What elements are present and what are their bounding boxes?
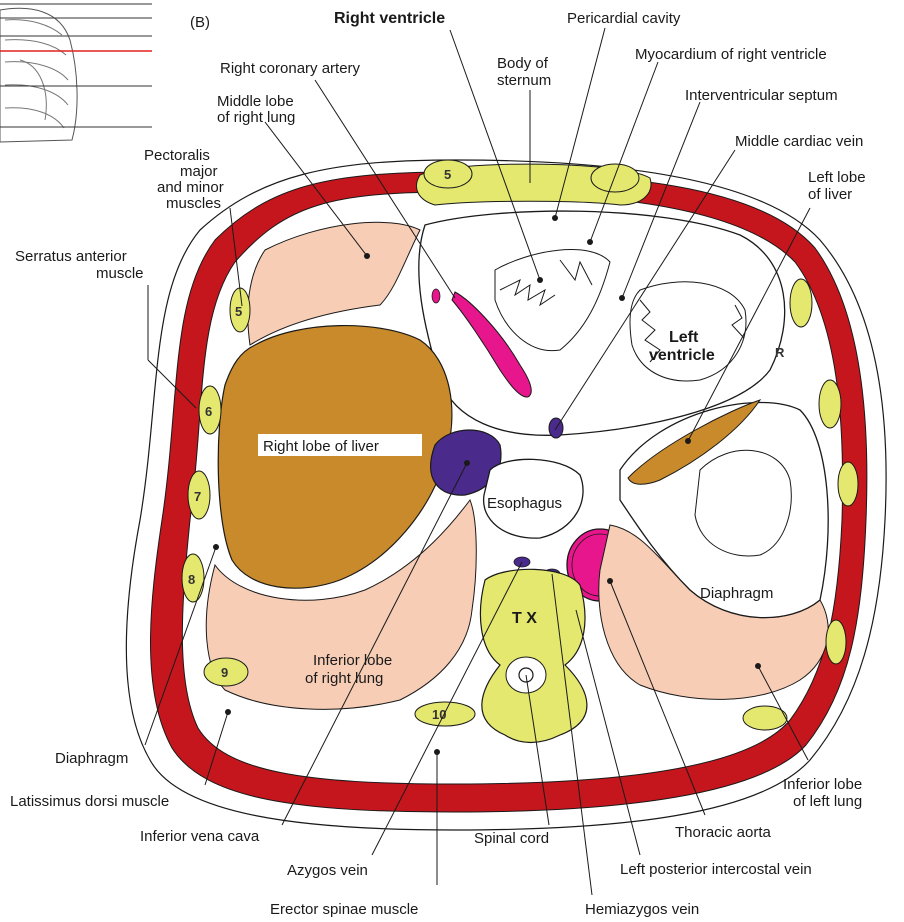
label-tx: T X bbox=[512, 610, 537, 627]
rib-number-7: 7 bbox=[194, 489, 201, 504]
label-esophagus: Esophagus bbox=[487, 495, 562, 512]
label-diaphragm-left: Diaphragm bbox=[700, 585, 773, 602]
label-middle-lobe-1: Middle lobe bbox=[217, 93, 294, 110]
rib-number-9: 9 bbox=[221, 665, 228, 680]
label-serratus-1: Serratus anterior bbox=[15, 248, 127, 265]
rib-number-sternal-5: 5 bbox=[444, 167, 451, 182]
label-interventricular-septum: Interventricular septum bbox=[685, 87, 838, 104]
label-right-coronary-artery: Right coronary artery bbox=[220, 60, 361, 77]
label-thoracic-aorta: Thoracic aorta bbox=[675, 824, 772, 841]
label-body-of-sternum-2: sternum bbox=[497, 72, 551, 89]
label-inferior-lobe-left-1: Inferior lobe bbox=[783, 776, 862, 793]
label-diaphragm: Diaphragm bbox=[55, 750, 128, 767]
label-pectoralis-3: and minor bbox=[157, 179, 224, 196]
orientation-thumbnail bbox=[0, 4, 152, 142]
label-pericardial-cavity: Pericardial cavity bbox=[567, 10, 681, 27]
label-spinal-cord: Spinal cord bbox=[474, 830, 549, 847]
rib-number-5: 5 bbox=[235, 304, 242, 319]
label-left-ventricle-2: ventricle bbox=[649, 347, 715, 364]
label-pectoralis-4: muscles bbox=[166, 195, 221, 212]
label-myocardium-rv: Myocardium of right ventricle bbox=[635, 46, 827, 63]
label-pectoralis-1: Pectoralis bbox=[144, 147, 210, 164]
rib-left-2 bbox=[819, 380, 841, 428]
label-middle-cardiac-vein: Middle cardiac vein bbox=[735, 133, 863, 150]
label-left-lobe-liver-2: of liver bbox=[808, 186, 852, 203]
rib-number-6: 6 bbox=[205, 404, 212, 419]
rib-left-sternal bbox=[591, 164, 639, 192]
right-coronary-artery-marker bbox=[432, 289, 440, 303]
rib-number-8: 8 bbox=[188, 572, 195, 587]
rib-left-4 bbox=[826, 620, 846, 664]
stomach-outline bbox=[695, 450, 791, 556]
label-left-posterior-intercostal-vein: Left posterior intercostal vein bbox=[620, 861, 812, 878]
label-right-lobe-of-liver: Right lobe of liver bbox=[263, 438, 379, 455]
label-middle-lobe-2: of right lung bbox=[217, 109, 295, 126]
label-azygos-vein: Azygos vein bbox=[287, 862, 368, 879]
label-serratus-2: muscle bbox=[96, 265, 144, 282]
label-inferior-vena-cava: Inferior vena cava bbox=[140, 828, 260, 845]
label-lv-mark: R bbox=[775, 345, 785, 360]
label-inferior-lobe-left-2: of left lung bbox=[793, 793, 862, 810]
label-left-ventricle-1: Left bbox=[669, 329, 699, 346]
label-latissimus: Latissimus dorsi muscle bbox=[10, 793, 169, 810]
panel-label: (B) bbox=[190, 14, 210, 31]
label-hemiazygos-vein: Hemiazygos vein bbox=[585, 901, 699, 918]
label-body-of-sternum-1: Body of bbox=[497, 55, 549, 72]
label-left-lobe-liver-1: Left lobe bbox=[808, 169, 866, 186]
rib-left-3 bbox=[838, 462, 858, 506]
label-inferior-lobe-right-1: Inferior lobe bbox=[313, 652, 392, 669]
label-right-ventricle: Right ventricle bbox=[334, 10, 445, 27]
rib-left-1 bbox=[790, 279, 812, 327]
rib-left-5 bbox=[743, 706, 787, 730]
label-inferior-lobe-right-2: of right lung bbox=[305, 670, 383, 687]
label-erector-spinae: Erector spinae muscle bbox=[270, 901, 418, 918]
label-pectoralis-2: major bbox=[180, 163, 218, 180]
vertebra-tx bbox=[480, 569, 586, 742]
